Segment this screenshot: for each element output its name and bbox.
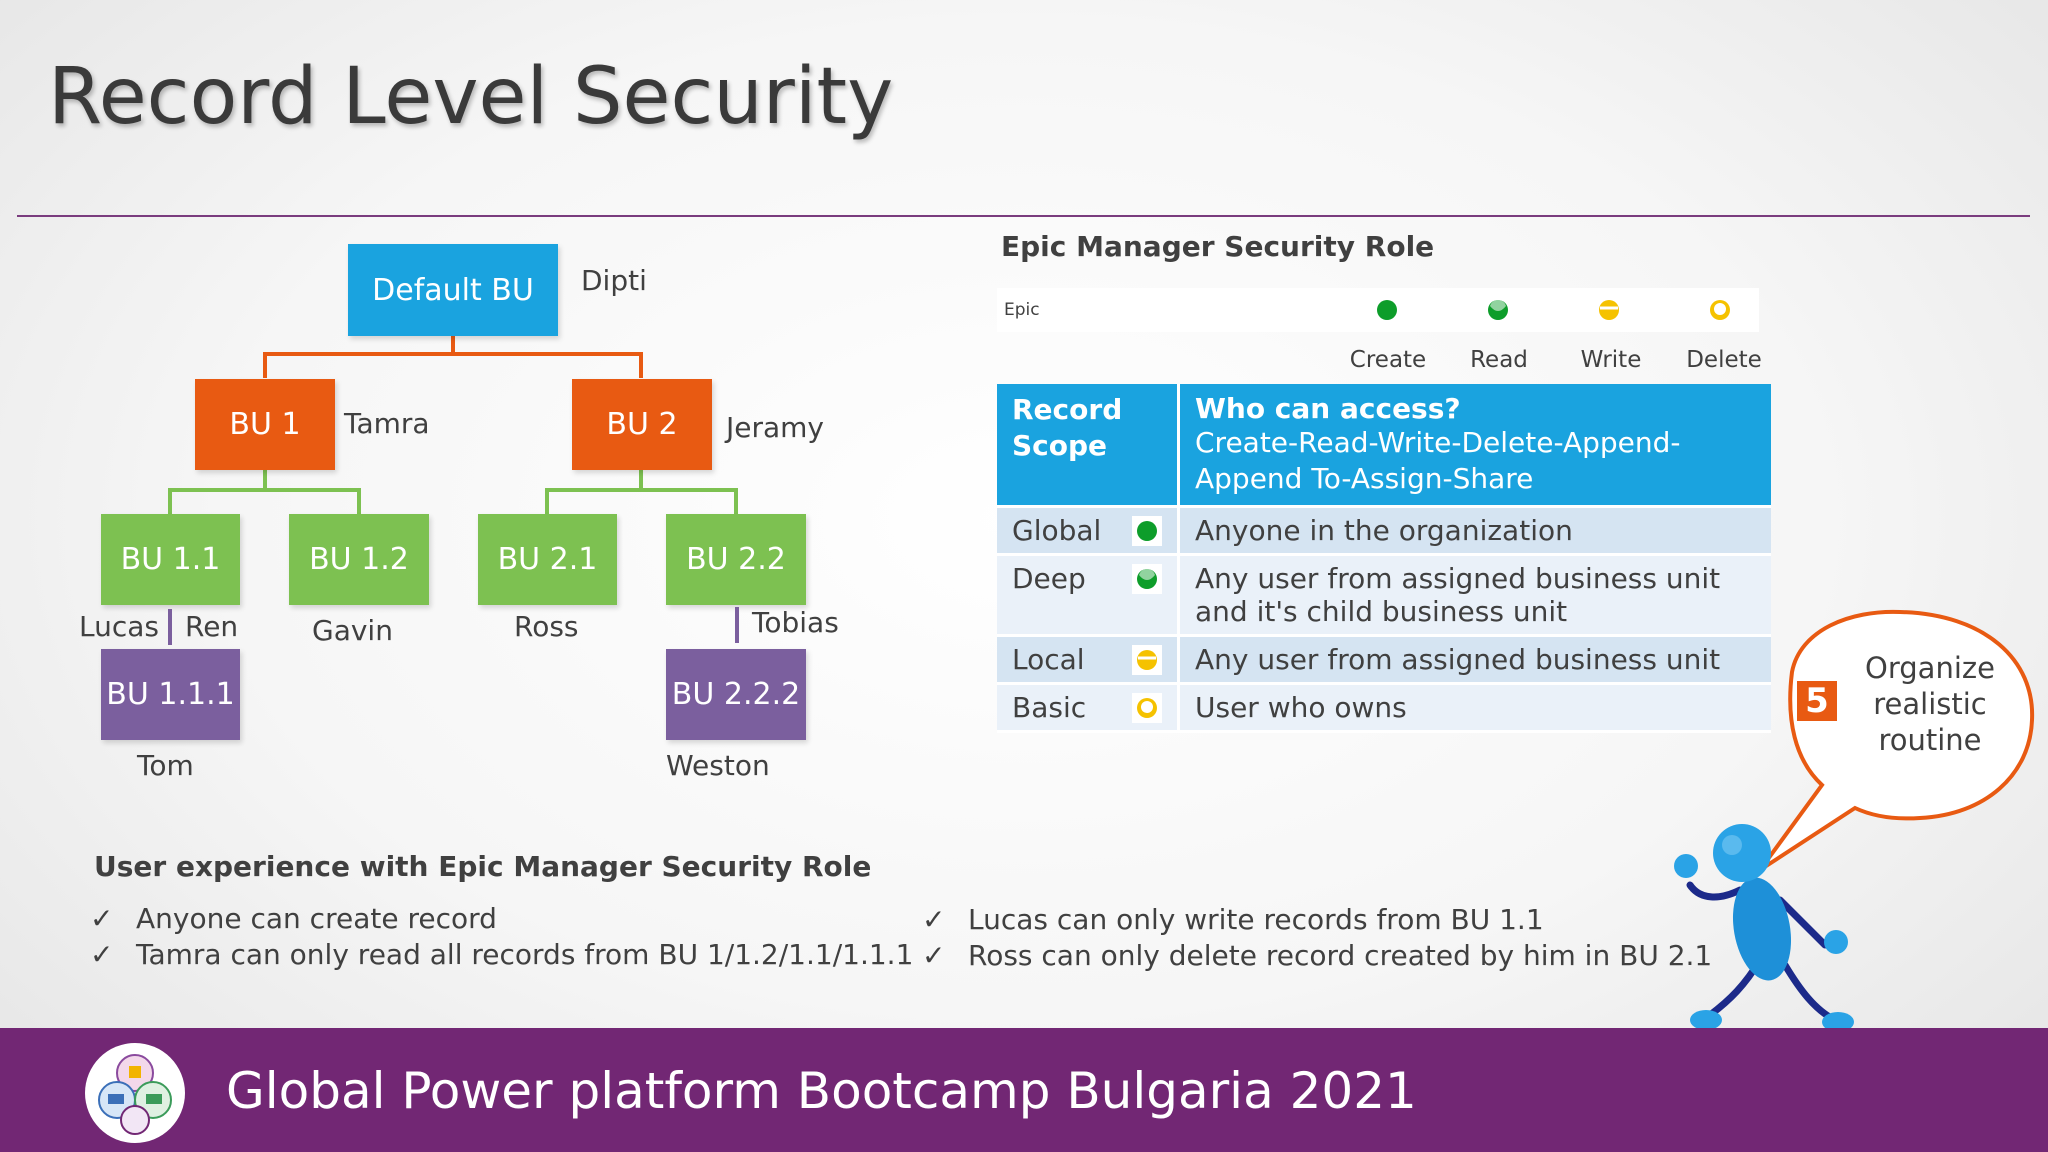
- delete-privilege-basic-icon: [1710, 300, 1730, 320]
- user-experience-list-left: ✓Anyone can create record ✓Tamra can onl…: [90, 901, 913, 973]
- bu-node-bu2-2[interactable]: BU 2.2: [666, 514, 806, 605]
- scope-cell: Basic: [997, 685, 1180, 733]
- table-row: Local Any user from assigned business un…: [997, 637, 1771, 685]
- owner-separator: [168, 609, 172, 645]
- record-scope-table: Record Scope Who can access? Create-Read…: [997, 384, 1771, 733]
- list-item: ✓Anyone can create record: [90, 902, 497, 935]
- checkmark-icon: ✓: [90, 902, 114, 935]
- owner-label-lucas: Lucas: [79, 610, 159, 643]
- scope-label: Basic: [1012, 691, 1087, 724]
- footer-bar: [0, 1028, 2048, 1152]
- privilege-label-read: Read: [1470, 347, 1528, 373]
- speech-bubble-figure-illustration: [1674, 609, 2035, 1032]
- checkmark-icon: ✓: [90, 938, 114, 971]
- owner-label-weston: Weston: [666, 749, 770, 782]
- owner-label-tom: Tom: [137, 749, 194, 782]
- checkmark-icon: ✓: [922, 939, 946, 972]
- footer-title: Global Power platform Bootcamp Bulgaria …: [226, 1062, 1417, 1120]
- table-row: Basic User who owns: [997, 685, 1771, 733]
- bu-node-bu2[interactable]: BU 2: [572, 379, 712, 470]
- bu-node-bu1-2[interactable]: BU 1.2: [289, 514, 429, 605]
- access-cell: Any user from assigned business unit: [1180, 637, 1771, 685]
- create-privilege-global-icon: [1377, 300, 1397, 320]
- privilege-label-create: Create: [1349, 347, 1427, 373]
- scope-label: Deep: [1012, 562, 1086, 595]
- user-experience-title: User experience with Epic Manager Securi…: [94, 850, 872, 883]
- owner-label-jeramy: Jeramy: [726, 411, 824, 444]
- bootcamp-logo-icon: [85, 1043, 185, 1143]
- basic-scope-icon: [1132, 692, 1162, 723]
- owner-label-ross: Ross: [514, 610, 579, 643]
- list-item: ✓Lucas can only write records from BU 1.…: [922, 903, 1544, 936]
- global-scope-icon: [1132, 515, 1162, 546]
- access-cell: Anyone in the organization: [1180, 508, 1771, 556]
- column-header-record-scope: Record Scope: [997, 384, 1180, 508]
- bu-node-bu1-1-1[interactable]: BU 1.1.1: [101, 649, 240, 740]
- table-row: Deep Any user from assigned business uni…: [997, 556, 1771, 637]
- privilege-label-delete: Delete: [1686, 347, 1762, 373]
- scope-label: Global: [1012, 514, 1102, 547]
- header-access-subtitle: Create-Read-Write-Delete-Append-Append T…: [1195, 426, 1681, 495]
- table-header-row: Record Scope Who can access? Create-Read…: [997, 384, 1771, 508]
- list-item: ✓Ross can only delete record created by …: [922, 939, 1713, 972]
- bu-node-default[interactable]: Default BU: [348, 244, 558, 336]
- scope-cell: Global: [997, 508, 1180, 556]
- access-cell: User who owns: [1180, 685, 1771, 733]
- entity-label: Epic: [1004, 300, 1040, 320]
- bu-node-bu1[interactable]: BU 1: [195, 379, 335, 470]
- owner-label-tobias: Tobias: [752, 606, 839, 639]
- write-privilege-local-icon: [1599, 300, 1619, 320]
- bu-node-bu1-1[interactable]: BU 1.1: [101, 514, 240, 605]
- security-role-title: Epic Manager Security Role: [1001, 230, 1435, 263]
- local-scope-icon: [1132, 644, 1162, 675]
- bu-node-bu2-2-2[interactable]: BU 2.2.2: [666, 649, 806, 740]
- scope-cell: Deep: [997, 556, 1180, 637]
- table-row: Global Anyone in the organization: [997, 508, 1771, 556]
- owner-label-dipti: Dipti: [581, 264, 647, 297]
- user-experience-list-right: ✓Lucas can only write records from BU 1.…: [922, 902, 1712, 974]
- privilege-label-write: Write: [1580, 347, 1642, 373]
- owner-label-tamra: Tamra: [344, 407, 430, 440]
- checkmark-icon: ✓: [922, 903, 946, 936]
- bu-node-bu2-1[interactable]: BU 2.1: [478, 514, 617, 605]
- step-number-badge: 5: [1797, 681, 1837, 721]
- slide-title: Record Level Security: [48, 52, 894, 142]
- list-item: ✓Tamra can only read all records from BU…: [90, 938, 914, 971]
- scope-cell: Local: [997, 637, 1180, 685]
- deep-scope-icon: [1132, 563, 1162, 594]
- callout-text: Organize realistic routine: [1865, 651, 1995, 757]
- title-divider: [17, 215, 2030, 217]
- access-cell: Any user from assigned business unit and…: [1180, 556, 1771, 637]
- column-header-who-can-access: Who can access? Create-Read-Write-Delete…: [1180, 384, 1771, 508]
- owner-label-ren: Ren: [185, 610, 239, 643]
- owner-label-gavin: Gavin: [312, 614, 393, 647]
- owner-separator: [735, 607, 739, 643]
- scope-label: Local: [1012, 643, 1085, 676]
- header-access-title: Who can access?: [1195, 392, 1461, 425]
- read-privilege-deep-icon: [1488, 300, 1508, 320]
